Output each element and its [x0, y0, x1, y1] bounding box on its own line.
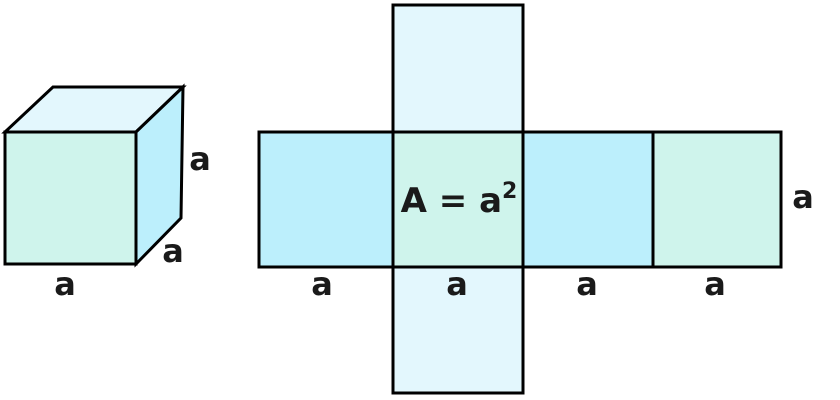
- cube-depth-edge-label: a: [162, 232, 184, 270]
- cube-net: A = a2 a a a a a: [257, 3, 814, 395]
- cube-bottom-edge-label: a: [54, 265, 76, 303]
- net-edge-label-3: a: [576, 265, 598, 303]
- area-formula-base: A = a: [401, 181, 502, 221]
- cube-front-face: [3, 130, 138, 266]
- net-square-row-far-right: [651, 130, 783, 269]
- net-edge-label-1: a: [311, 265, 333, 303]
- area-formula-exponent: 2: [502, 179, 517, 204]
- cube-height-edge-label: a: [189, 140, 211, 178]
- net-edge-label-2: a: [446, 265, 468, 303]
- net-square-row-right: [521, 130, 655, 269]
- area-formula: A = a2: [401, 179, 518, 221]
- net-square-row-left: [257, 130, 395, 269]
- net-right-edge-label: a: [792, 178, 814, 216]
- net-square-top-flap: [391, 3, 525, 134]
- net-square-bottom-flap: [391, 265, 525, 395]
- net-square-row-center: [391, 130, 525, 269]
- cube: a a a: [1, 83, 211, 303]
- net-edge-label-4: a: [704, 265, 726, 303]
